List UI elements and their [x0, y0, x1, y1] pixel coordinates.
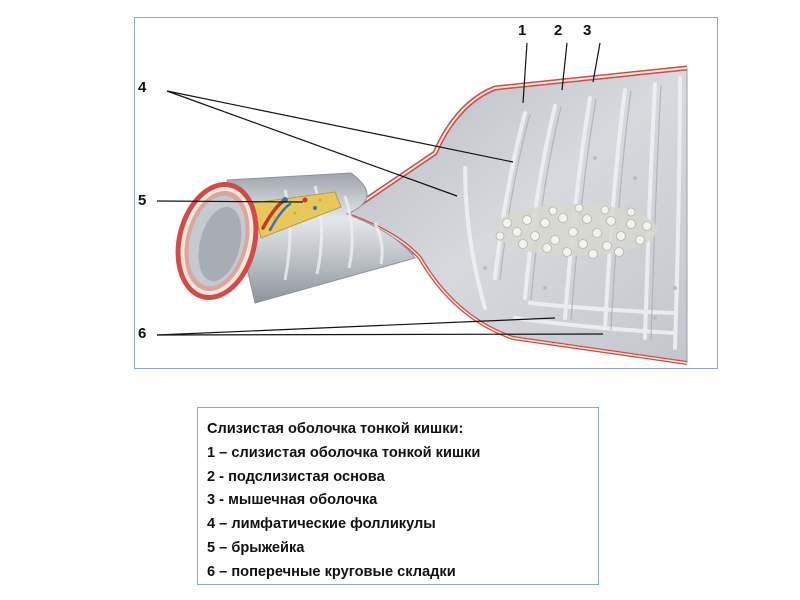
legend-box: Слизистая оболочка тонкой кишки: 1 – сли… [197, 407, 599, 585]
diagram-frame [134, 17, 718, 369]
legend-title: Слизистая оболочка тонкой кишки: [207, 421, 464, 437]
legend-item-3: 3 - мышечная оболочка [207, 492, 378, 509]
callout-4: 4 [138, 79, 147, 96]
mesentery [252, 191, 342, 239]
leader-lines [156, 42, 604, 336]
tube-open-end [175, 181, 259, 301]
callout-6: 6 [138, 325, 147, 342]
callout-5: 5 [138, 192, 147, 209]
legend-item-5: 5 – брыжейка [207, 539, 305, 556]
callout-2: 2 [554, 22, 563, 39]
legend-item-6: 6 – поперечные круговые складки [207, 563, 456, 580]
callout-1: 1 [518, 22, 527, 39]
circular-folds [463, 76, 682, 350]
intestine-illustration [156, 42, 688, 365]
lymphatic-follicles [483, 156, 677, 320]
legend-item-1: 1 – слизистая оболочка тонкой кишки [207, 444, 481, 461]
callout-3: 3 [583, 22, 592, 39]
legend-item-4: 4 – лимфатические фолликулы [207, 516, 436, 533]
legend-item-2: 2 - подслизистая основа [207, 468, 385, 485]
